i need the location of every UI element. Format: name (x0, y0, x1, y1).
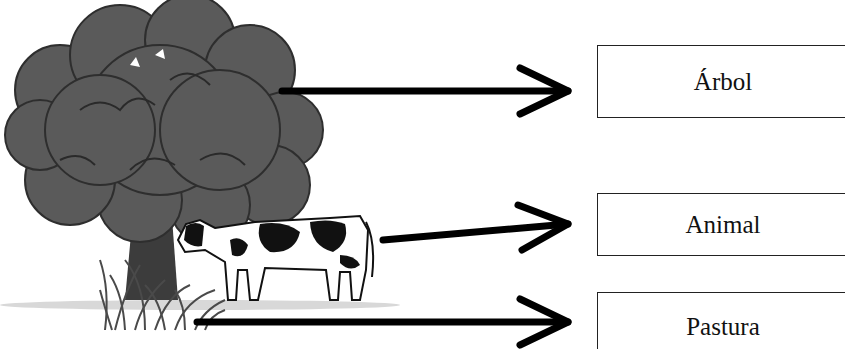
cow-tail (366, 222, 373, 277)
pointer-line (282, 88, 568, 95)
box-label: Pastura (686, 313, 768, 341)
pointer-line (197, 319, 568, 326)
cow-spots (184, 220, 360, 268)
cow-body (178, 216, 368, 300)
box-label: Árbol (694, 68, 760, 96)
pointer-head (520, 68, 568, 114)
label-box: Animal (597, 193, 845, 256)
sky-gap (130, 49, 165, 67)
pointer-arrows (197, 68, 568, 345)
pointer-head (518, 205, 568, 250)
ground-shadow (0, 300, 400, 310)
tree-crown (5, 0, 323, 245)
pointer-head (520, 299, 568, 345)
box-label: Animal (686, 211, 769, 239)
label-box: Árbol (597, 45, 845, 118)
tree-foliage-detail (60, 74, 245, 170)
label-box: Pastura (597, 292, 845, 349)
